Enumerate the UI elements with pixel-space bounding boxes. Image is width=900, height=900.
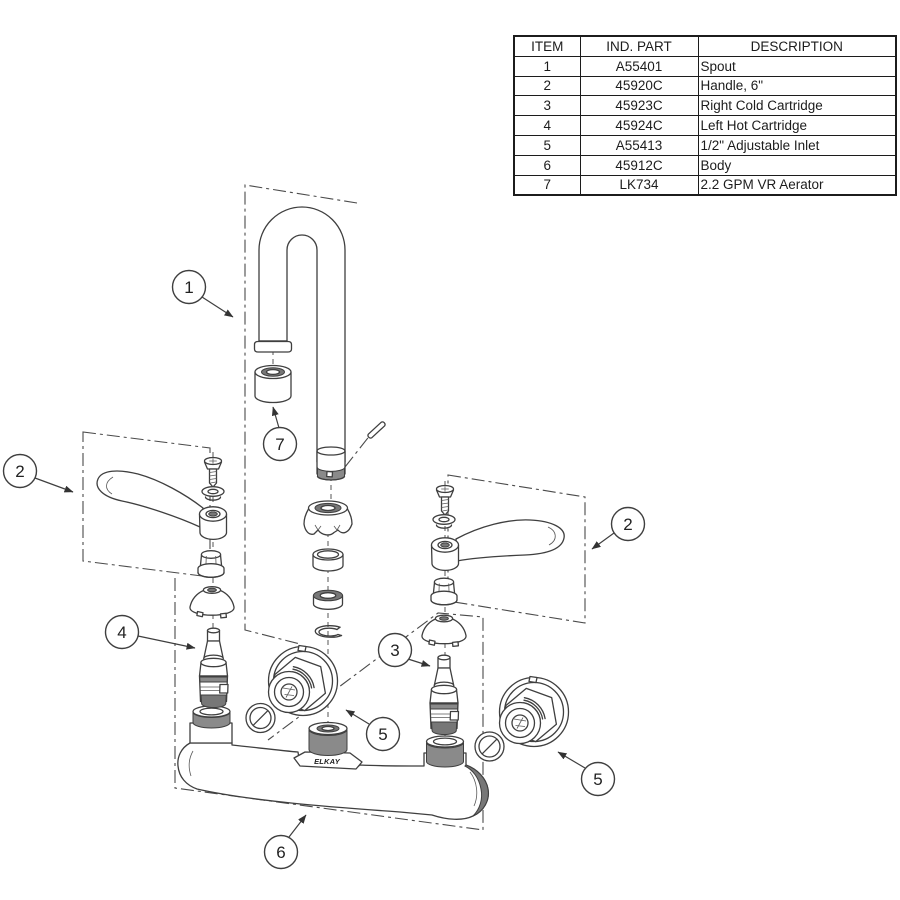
left-handle: [96, 470, 228, 540]
table-row: 5 A55413 1/2" Adjustable Inlet: [513, 134, 897, 156]
right-handle-washer: [432, 514, 456, 529]
table-row: 4 45924C Left Hot Cartridge: [513, 115, 897, 136]
left-bonnet-cap: [189, 586, 235, 619]
table-row: 6 45912C Body: [513, 154, 897, 176]
svg-text:1: 1: [184, 278, 193, 297]
spout-coupling-nut: [303, 500, 353, 536]
spout-snap-ring: [314, 625, 343, 638]
callout-2-right-handle: 2: [591, 506, 646, 550]
right-handle-phantom-box: [447, 474, 586, 624]
right-handle: [430, 519, 565, 571]
callout-5-right-inlet: 5: [557, 751, 616, 797]
callouts: 1 2 2 3 4 5 5: [2, 269, 646, 870]
part-number: 45924C: [579, 115, 699, 136]
item-number: 6: [513, 154, 581, 176]
svg-text:2: 2: [623, 515, 632, 534]
left-inlet: [267, 644, 339, 717]
callout-1-spout: 1: [171, 269, 234, 318]
callout-2-left-handle: 2: [2, 453, 74, 493]
left-handle-screw: [203, 456, 223, 488]
callout-3-right-cartridge: 3: [377, 632, 431, 668]
part-description: Right Cold Cartridge: [697, 95, 897, 117]
table-row: 7 LK734 2.2 GPM VR Aerator: [513, 174, 897, 196]
spout-spacer-ring: [312, 548, 344, 572]
right-bonnet-cap: [421, 614, 467, 648]
left-inlet-plug: [245, 702, 276, 734]
table-row: 2 45920C Handle, 6": [513, 75, 897, 97]
col-header-item: ITEM: [513, 35, 581, 57]
item-number: 3: [513, 95, 581, 117]
brand-mark: ELKAY: [314, 757, 341, 766]
spout-phantom-box: [244, 184, 358, 645]
spout-pin: [367, 421, 386, 439]
spout-outlet-flange: [253, 340, 293, 353]
right-handle-assembly: [421, 484, 565, 648]
item-number: 2: [513, 75, 581, 97]
svg-text:2: 2: [15, 462, 24, 481]
right-inlet-plug: [474, 731, 505, 762]
left-handle-assembly: [96, 456, 235, 619]
spout: [253, 206, 346, 481]
svg-text:5: 5: [378, 725, 387, 744]
part-description: Left Hot Cartridge: [697, 115, 897, 136]
svg-text:4: 4: [117, 623, 126, 642]
item-number: 4: [513, 115, 581, 136]
parts-table-header-row: ITEM IND. PART DESCRIPTION: [513, 35, 897, 57]
aerator: [254, 364, 292, 404]
item-number: 1: [513, 55, 581, 77]
part-description: Handle, 6": [697, 75, 897, 97]
col-header-ind-part: IND. PART: [579, 35, 699, 57]
svg-text:7: 7: [275, 435, 284, 454]
part-number: 45912C: [579, 154, 699, 176]
part-description: 2.2 GPM VR Aerator: [697, 174, 897, 196]
table-row: 3 45923C Right Cold Cartridge: [513, 95, 897, 117]
svg-text:6: 6: [276, 843, 285, 862]
part-description: 1/2" Adjustable Inlet: [697, 134, 897, 156]
table-row: 1 A55401 Spout: [513, 55, 897, 77]
right-handle-screw: [435, 484, 455, 516]
svg-text:3: 3: [390, 641, 399, 660]
callout-5-left-inlet: 5: [345, 709, 401, 752]
spout-pin-leader: [344, 433, 372, 468]
callout-7-aerator: 7: [262, 406, 298, 462]
part-number: A55401: [579, 55, 699, 77]
right-inlet: [498, 675, 570, 748]
part-description: Body: [697, 154, 897, 176]
item-number: 5: [513, 134, 581, 156]
item-number: 7: [513, 174, 581, 196]
part-number: LK734: [579, 174, 699, 196]
left-hot-cartridge: [198, 627, 229, 709]
col-header-description: DESCRIPTION: [697, 35, 897, 57]
spout-friction-ring: [312, 589, 344, 610]
part-number: A55413: [579, 134, 699, 156]
callout-6-body: 6: [263, 814, 307, 870]
right-cold-cartridge: [429, 654, 460, 736]
callout-4-left-cartridge: 4: [104, 614, 196, 650]
body-center-pedestal: [293, 751, 363, 770]
part-number: 45920C: [579, 75, 699, 97]
part-description: Spout: [697, 55, 897, 77]
part-number: 45923C: [579, 95, 699, 117]
body-phantom-box: [174, 578, 484, 831]
left-handle-nut: [197, 550, 225, 578]
svg-text:5: 5: [593, 770, 602, 789]
faucet-body: ELKAY: [177, 705, 490, 820]
right-handle-nut: [430, 577, 458, 606]
parts-table: ITEM IND. PART DESCRIPTION 1 A55401 Spou…: [513, 35, 897, 197]
